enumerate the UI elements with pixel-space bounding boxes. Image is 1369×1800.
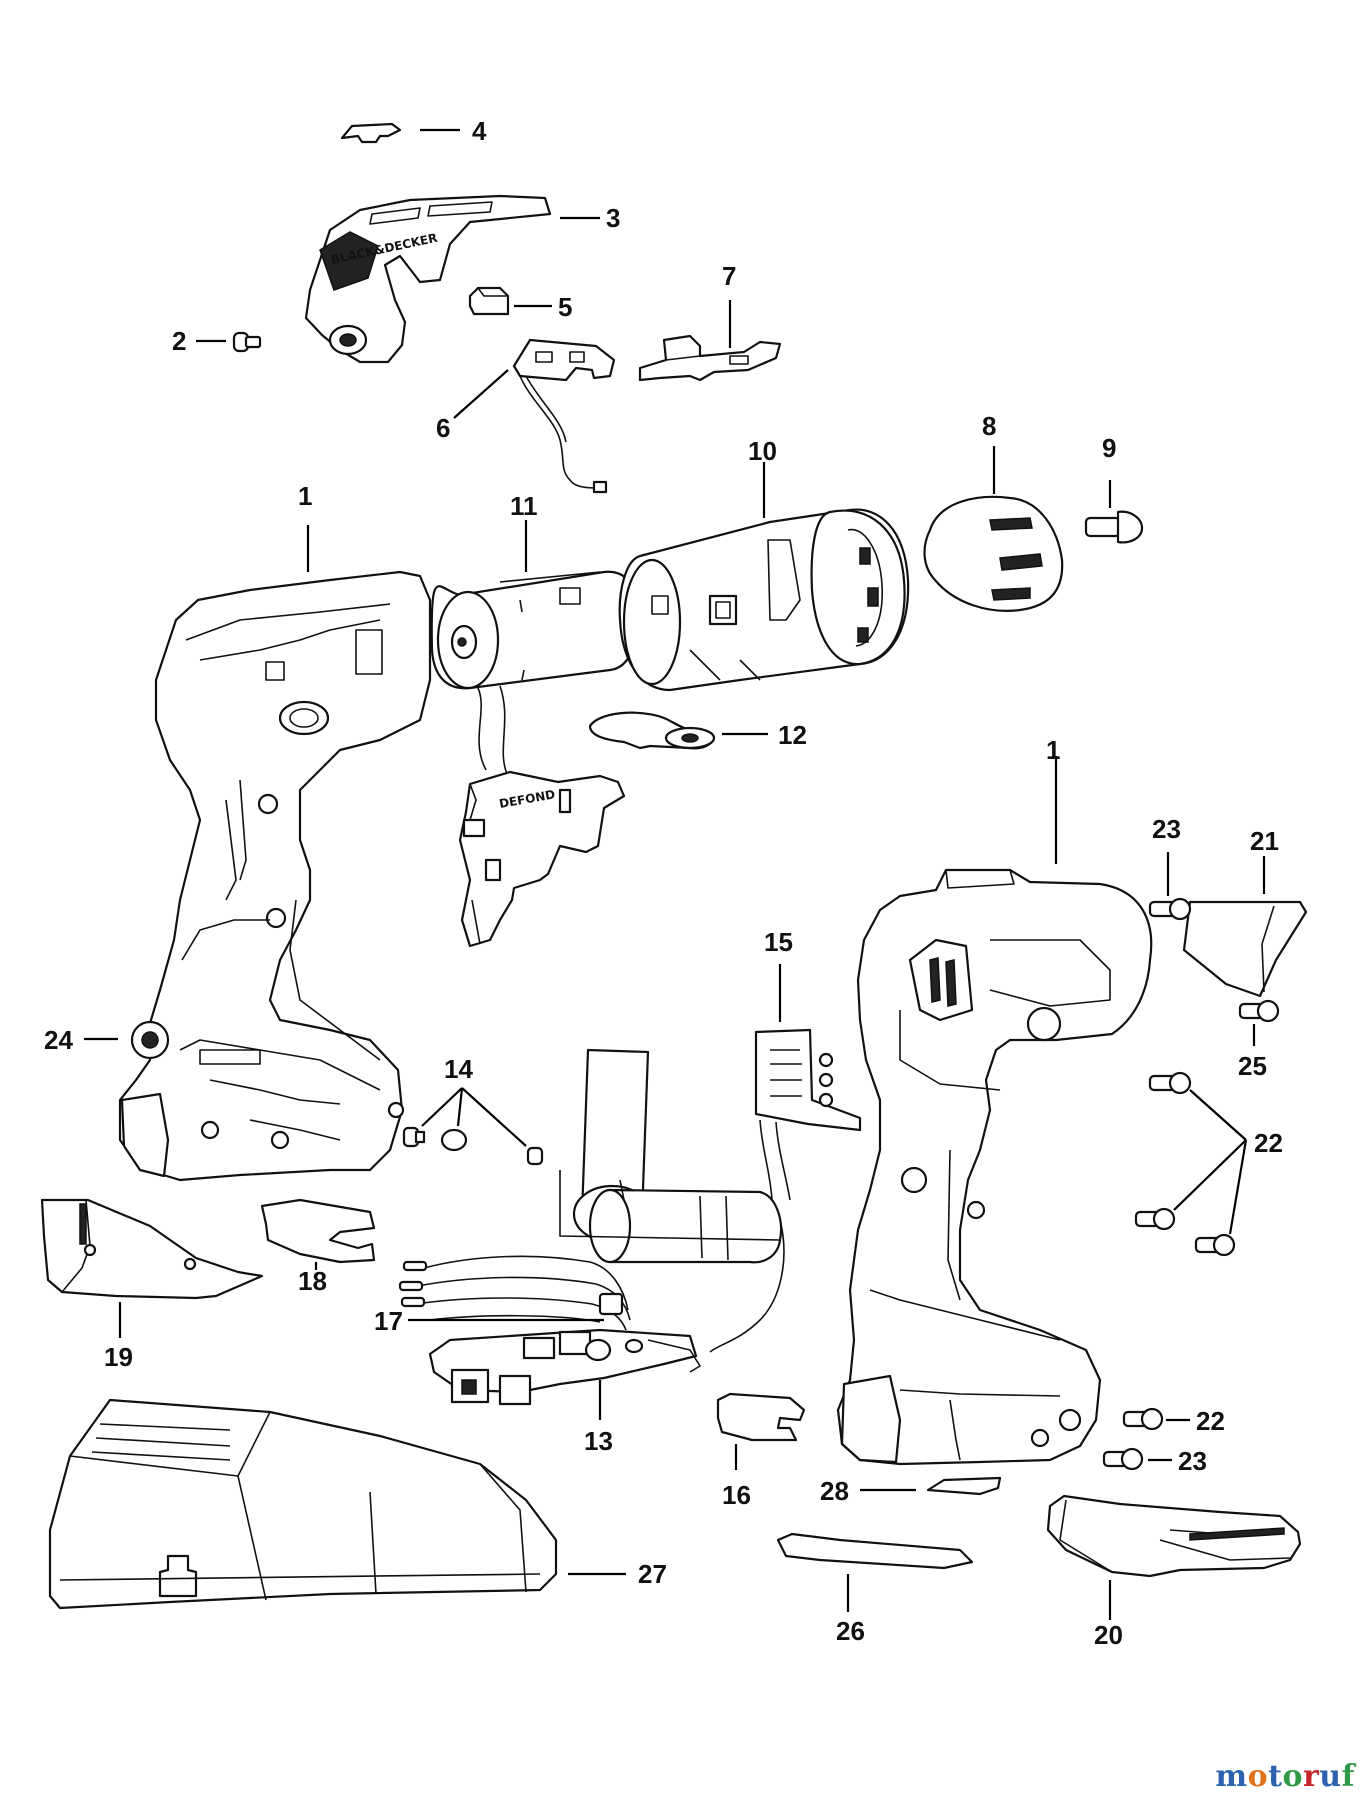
part-19-foot-cover: [40, 1198, 264, 1300]
watermark-letter: t: [1268, 1759, 1283, 1794]
part-15-terminal-block: [754, 1028, 862, 1201]
callout-20: 20: [1094, 1620, 1123, 1650]
callout-24: 24: [44, 1025, 73, 1055]
battery-cells: [559, 1048, 785, 1353]
part-6-switch-board: [512, 338, 616, 494]
callout-21: 21: [1250, 826, 1279, 856]
part-23-screw-lower: [1102, 1447, 1144, 1471]
watermark-letter: u: [1319, 1759, 1342, 1794]
part-13-circuit-board: [428, 1328, 701, 1406]
callout-22-top: 22: [1254, 1128, 1283, 1158]
part-1-housing-left: [118, 570, 432, 1182]
watermark-letter: m: [1215, 1759, 1248, 1794]
callout-1-top: 1: [298, 481, 312, 511]
part-10-gearbox: [618, 508, 910, 692]
callout-7: 7: [722, 261, 736, 291]
part-20-rear-cover: [1046, 1494, 1302, 1578]
callout-10: 10: [748, 436, 777, 466]
part-21-side-cover: [1182, 900, 1308, 998]
callout-28: 28: [820, 1476, 849, 1506]
watermark-letter: o: [1282, 1759, 1303, 1794]
callout-6: 6: [436, 413, 450, 443]
callout-9: 9: [1102, 433, 1116, 463]
callout-15: 15: [764, 927, 793, 957]
callout-25: 25: [1238, 1051, 1267, 1081]
callout-14: 14: [444, 1054, 473, 1084]
part-11-motor: [430, 570, 640, 690]
part-25-screw: [1238, 999, 1280, 1023]
watermark-letter: r: [1302, 1759, 1320, 1794]
part-4-clip: [340, 122, 402, 144]
callout-19: 19: [104, 1342, 133, 1372]
callout-23-top: 23: [1152, 814, 1181, 844]
part-23-screw-upper: [1148, 897, 1192, 921]
callout-13: 13: [584, 1426, 613, 1456]
callout-5: 5: [558, 292, 572, 322]
part-14-screws: [402, 1126, 544, 1166]
trigger-switch: DEFOND: [458, 770, 626, 948]
part-22-screw-lower: [1122, 1407, 1164, 1431]
callout-27: 27: [638, 1559, 667, 1589]
part-9-screw: [1084, 510, 1144, 544]
motor-wire-2: [499, 685, 509, 777]
part-26-plate: [776, 1532, 974, 1570]
callout-11: 11: [510, 491, 538, 521]
part-7-bracket: [638, 334, 782, 382]
watermark-letter: o: [1247, 1759, 1269, 1794]
part-18-clip: [260, 1198, 376, 1264]
part-22-screws: [1134, 1071, 1236, 1257]
callout-23-bottom: 23: [1178, 1446, 1207, 1476]
callout-12: 12: [778, 720, 807, 750]
motor-wire: [477, 687, 487, 771]
callout-18: 18: [298, 1266, 327, 1296]
callout-8: 8: [982, 411, 996, 441]
callout-17: 17: [374, 1306, 403, 1336]
callout-4: 4: [472, 116, 487, 146]
part-1-housing-right: [836, 868, 1153, 1466]
callout-1-right: 1: [1046, 735, 1060, 765]
callout-26: 26: [836, 1616, 865, 1646]
part-16-bracket: [716, 1392, 806, 1442]
part-28-pad: [926, 1476, 1002, 1496]
part-3-top-housing: BLACK&DECKER: [304, 194, 552, 364]
part-8-chuck-sleeve: [923, 495, 1064, 612]
callout-3: 3: [606, 203, 620, 233]
watermark-letter: f: [1341, 1759, 1355, 1794]
callout-2: 2: [172, 326, 186, 356]
callout-22-bottom: 22: [1196, 1406, 1225, 1436]
part-27-charger-base: [48, 1398, 558, 1610]
watermark-logo: motoruf: [1215, 1759, 1355, 1794]
part-5-block: [468, 286, 510, 316]
callout-16: 16: [722, 1480, 751, 1510]
part-12-direction-slider: [588, 711, 716, 750]
part-2-screw: [232, 331, 262, 353]
